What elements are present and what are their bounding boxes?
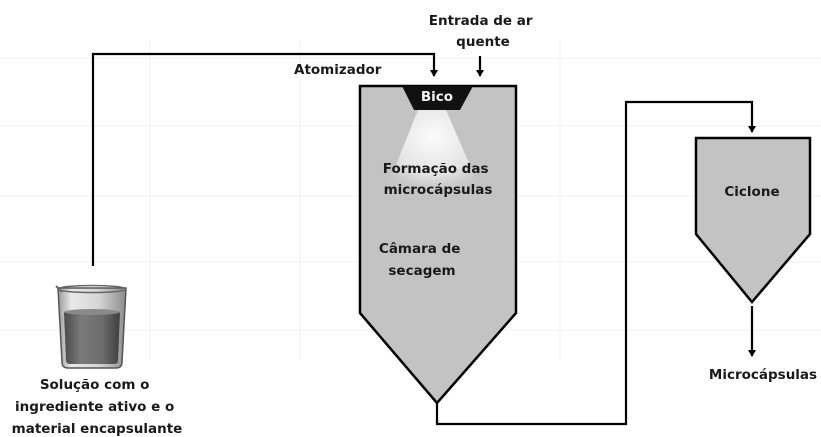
drying-chamber-label: Câmara de secagem <box>379 241 465 279</box>
beaker-icon <box>55 284 127 369</box>
feed-pipe <box>91 52 438 266</box>
atomizer-label: Atomizador <box>294 62 382 78</box>
cyclone-label: Ciclone <box>724 184 779 200</box>
microcapsule-formation-label: Formação das microcápsulas <box>383 161 493 198</box>
solution-label: Solução com o ingrediente ativo e o mate… <box>12 377 183 437</box>
hot-air-inlet-label: Entrada de ar quente <box>429 13 538 50</box>
cyclone <box>694 136 812 304</box>
spray-cone <box>382 110 485 200</box>
microcapsules-output-label: Microcápsulas <box>709 367 817 383</box>
outlet-pipe <box>435 100 756 426</box>
nozzle <box>402 86 473 110</box>
nozzle-label: Bico <box>421 89 453 105</box>
